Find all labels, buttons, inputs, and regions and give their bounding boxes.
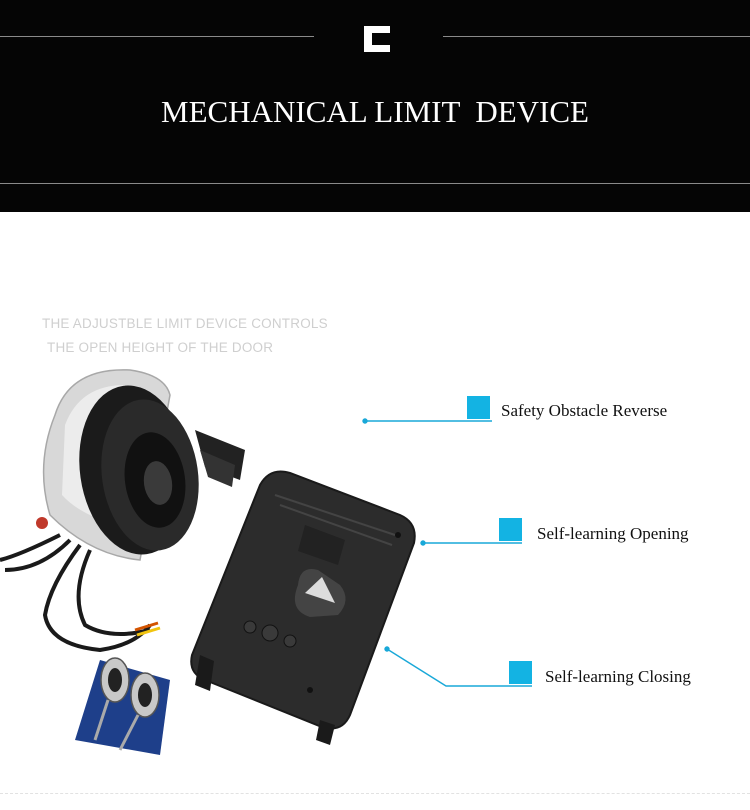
feature-label-self-learning-opening: Self-learning Opening: [537, 524, 689, 543]
header-rule-top-left: [0, 36, 314, 37]
wire-harness: [0, 533, 152, 653]
feature-label-self-learning-closing: Self-learning Closing: [545, 667, 691, 686]
feature-marker-3: [509, 661, 532, 684]
motor-unit: [36, 369, 245, 561]
header-banner: MECHANICAL LIMIT DEVICE: [0, 0, 750, 212]
product-photo: [0, 369, 416, 755]
header-rule-top-right: [443, 36, 750, 37]
caption-line-2: THE OPEN HEIGHT OF THE DOOR: [47, 340, 274, 355]
header-rule-bottom: [0, 183, 750, 184]
feature-marker-1: [467, 396, 490, 419]
feature-label-safety-obstacle-reverse: Safety Obstacle Reverse: [501, 401, 668, 420]
caption-line-1: THE ADJUSTBLE LIMIT DEVICE CONTROLS: [42, 316, 328, 331]
remote-controls: [75, 621, 170, 755]
page-title: MECHANICAL LIMIT DEVICE: [161, 94, 589, 129]
control-box: [190, 470, 416, 745]
feature-marker-2: [499, 518, 522, 541]
c-bracket-logo-icon: [364, 26, 390, 52]
bottom-divider: [0, 793, 750, 794]
